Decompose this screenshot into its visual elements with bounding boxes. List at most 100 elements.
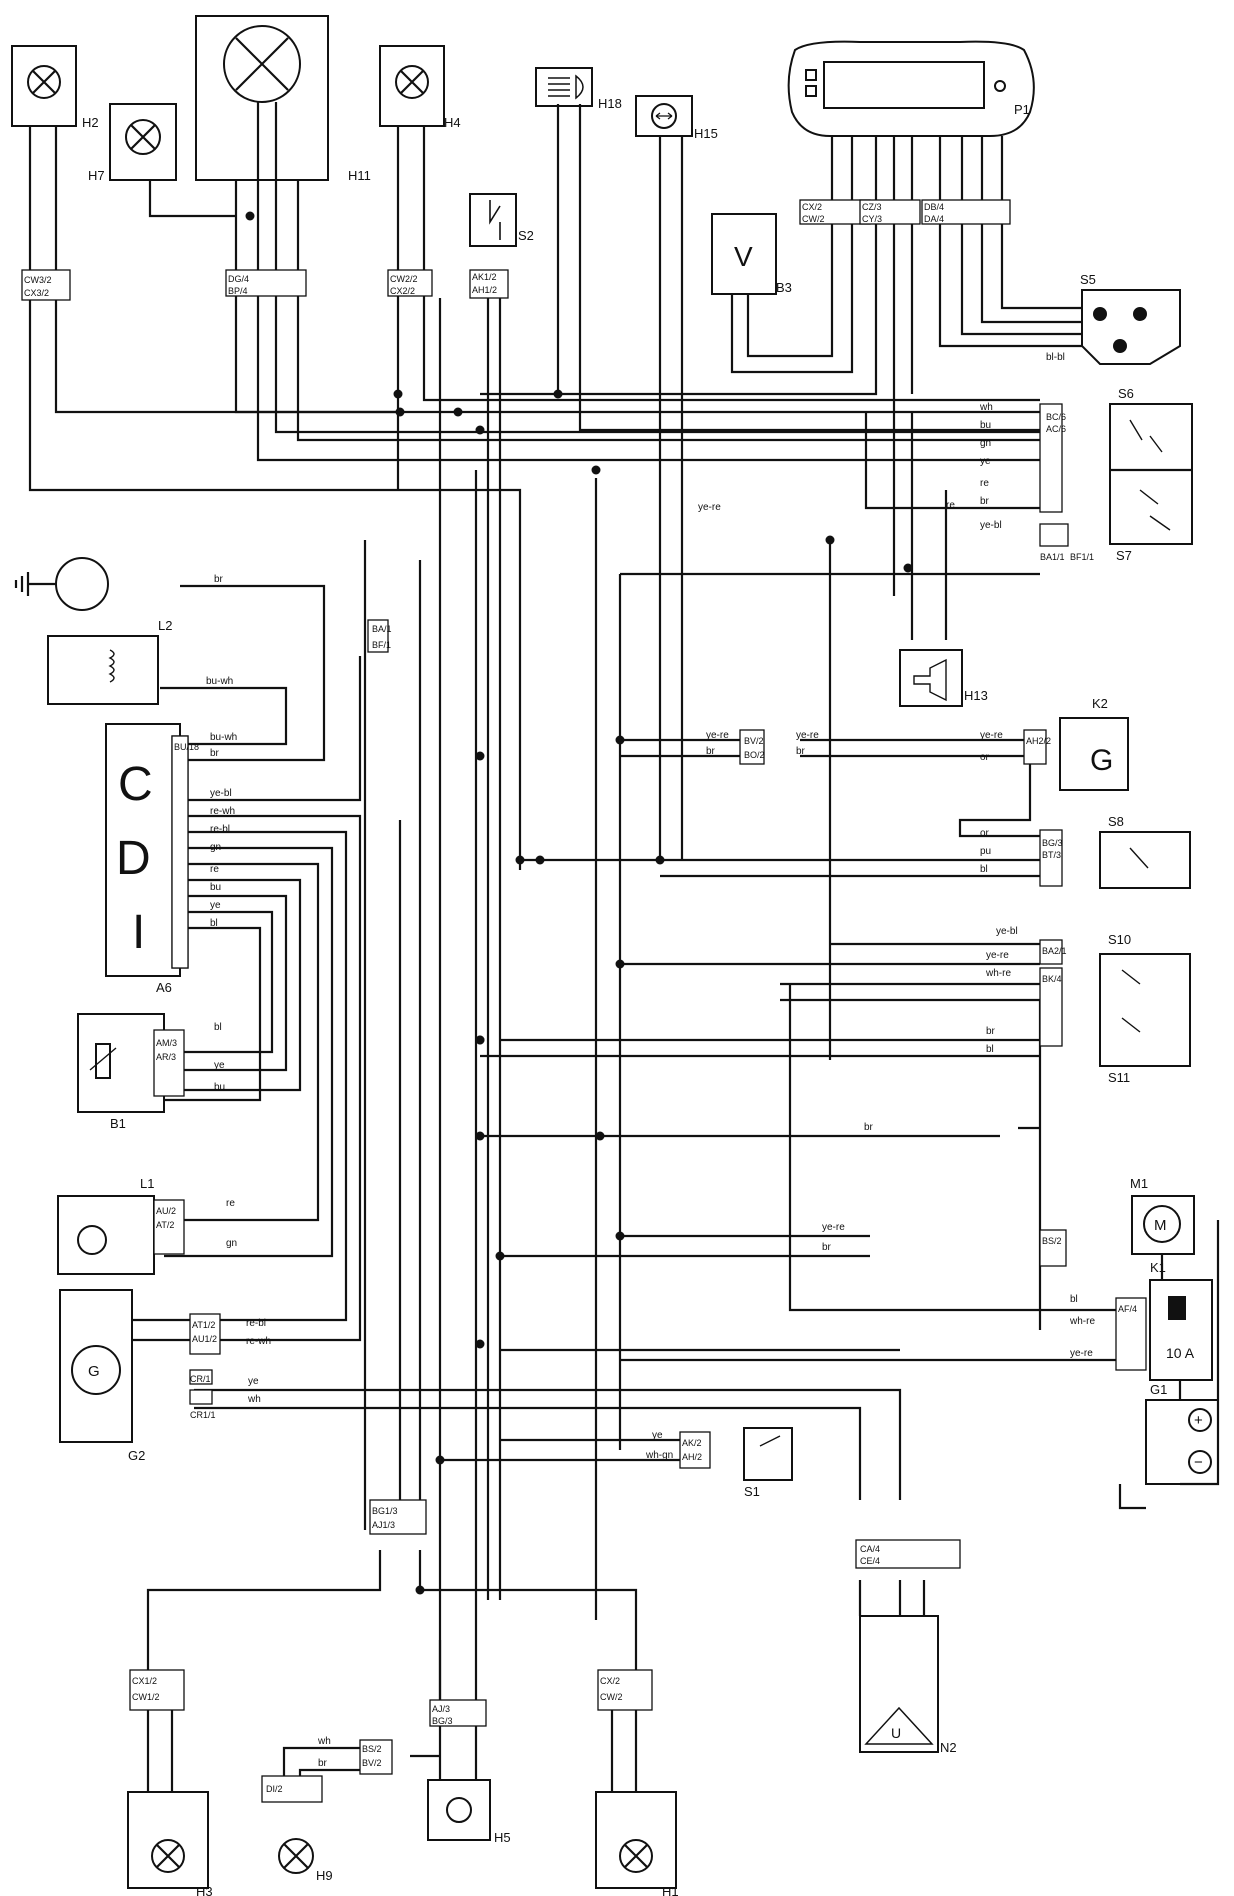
motor-m1: M M1	[1130, 1176, 1195, 1255]
connector-label: AH2/2	[1026, 736, 1051, 746]
wire-color-label: bl	[980, 864, 988, 875]
connector-label: CZ/3	[862, 202, 882, 212]
svg-text:AH1/2: AH1/2	[472, 285, 497, 295]
connector-label: AJ/3	[432, 1704, 450, 1714]
svg-text:−: −	[1194, 1454, 1203, 1471]
wire-color-label: bu-wh	[210, 732, 237, 743]
connector-label: DI/2	[266, 1784, 283, 1794]
connector-label: CW/2	[802, 214, 825, 224]
switch-s1: S1	[743, 1427, 793, 1499]
label-h11: H11	[348, 168, 371, 183]
connector-label: CR/1	[190, 1374, 211, 1384]
connector-label: BC/6	[1046, 412, 1066, 422]
wire-color-label: ye	[248, 1376, 259, 1387]
coil-l1: L1	[57, 1176, 155, 1275]
wire-color-label: br	[210, 748, 220, 759]
switch-s2: S2 AK1/2 AH1/2	[469, 193, 534, 299]
connector-label: CE/4	[860, 1556, 880, 1566]
connector-label: CY/3	[862, 214, 882, 224]
wire-color-label: re	[226, 1198, 235, 1209]
label-s2: S2	[518, 228, 534, 243]
svg-text:V: V	[734, 241, 753, 272]
svg-text:10 A: 10 A	[1166, 1345, 1195, 1361]
connector-label: BA/1	[372, 624, 392, 634]
connector-label: CX2/2	[390, 286, 415, 296]
wire-color-label: ye	[214, 1060, 225, 1071]
connector-label: BS/2	[1042, 1236, 1062, 1246]
connector-label: CX/2	[802, 202, 822, 212]
battery-g1: + − G1	[1145, 1382, 1219, 1485]
wire-color-label: re	[946, 500, 955, 511]
wire-color-label: ye-re	[706, 730, 729, 741]
wire-color-label: bl	[1070, 1294, 1078, 1305]
wire-color-label: gn	[980, 438, 991, 449]
wire-color-label: ye-bl	[980, 520, 1002, 531]
wire-color-label: gn	[210, 842, 221, 853]
svg-text:M: M	[1154, 1217, 1167, 1234]
wire-color-label: or	[980, 752, 990, 763]
connector-label: AU/2	[156, 1206, 176, 1216]
indicator-h15: H15	[635, 95, 718, 141]
wire-color-label: bl-bl	[1046, 352, 1065, 363]
wire-color-label: wh	[317, 1736, 331, 1747]
wire-color-label: re	[210, 864, 219, 875]
wire-color-label: bu-wh	[206, 676, 233, 687]
connector-label: BG1/3	[372, 1506, 398, 1516]
connector-label: AK/2	[682, 1438, 702, 1448]
connector-label: BP/4	[228, 286, 248, 296]
svg-text:G: G	[88, 1363, 100, 1380]
wire-color-label: ye-re	[986, 950, 1009, 961]
label-h18: H18	[598, 96, 622, 111]
wire-color-label: br	[864, 1122, 874, 1133]
label-b1: B1	[110, 1116, 126, 1131]
switch-s10-s11: S10 S11	[1099, 932, 1191, 1085]
connector-label: BU/18	[174, 742, 199, 752]
connector-label: BV/2	[362, 1758, 382, 1768]
label-s6: S6	[1118, 386, 1134, 401]
label-h2: H2	[82, 115, 99, 130]
relay-k1: 10 A K1	[1149, 1260, 1213, 1381]
connector-label: AC/6	[1046, 424, 1066, 434]
label-h7: H7	[88, 168, 105, 183]
wire-color-label: wh-re	[1069, 1316, 1095, 1327]
wire-color-label: re-wh	[246, 1336, 271, 1347]
svg-text:+: +	[1194, 1412, 1203, 1429]
junction-dots	[245, 211, 913, 1595]
connector-label: CW2/2	[390, 274, 418, 284]
connector-label: CX3/2	[24, 288, 49, 298]
wire-color-label: wh	[979, 402, 993, 413]
connector-label: AH/2	[682, 1452, 702, 1462]
lamp-h1: H1	[595, 1791, 679, 1896]
wire-color-label: bl	[214, 1022, 222, 1033]
label-h9: H9	[316, 1868, 333, 1883]
label-s11: S11	[1108, 1070, 1130, 1085]
wire-color-label: br	[214, 574, 224, 585]
label-g1: G1	[1150, 1382, 1167, 1397]
connector-label: BT/3	[1042, 850, 1061, 860]
connector-label: AT1/2	[192, 1320, 215, 1330]
wire-color-label: ye-bl	[210, 788, 232, 799]
wire-color-label: ye	[652, 1430, 663, 1441]
connector-label: BK/4	[1042, 974, 1062, 984]
indicator-h18: H18	[535, 67, 622, 111]
label-h13: H13	[964, 688, 988, 703]
label-l2: L2	[158, 618, 172, 633]
svg-text:G: G	[1090, 744, 1113, 777]
connector-label: DA/4	[924, 214, 944, 224]
connector-label: CW/2	[600, 1692, 623, 1702]
connector-label: CX1/2	[132, 1676, 157, 1686]
wire-color-label: br	[318, 1758, 328, 1769]
lamp-h11: H11	[195, 15, 371, 183]
connector-label: CW1/2	[132, 1692, 160, 1702]
label-a6: A6	[156, 980, 172, 995]
label-h3: H3	[196, 1884, 213, 1896]
wire-color-label: bu	[210, 882, 221, 893]
ground-symbol-top	[14, 557, 109, 611]
label-h5: H5	[494, 1830, 511, 1845]
wire-color-label: bl	[986, 1044, 994, 1055]
connector-label: BA2/1	[1042, 946, 1067, 956]
svg-text:U: U	[891, 1725, 901, 1741]
label-m1: M1	[1130, 1176, 1148, 1191]
keyswitch-s5: S5	[1080, 272, 1181, 365]
svg-text:AK1/2: AK1/2	[472, 272, 497, 282]
